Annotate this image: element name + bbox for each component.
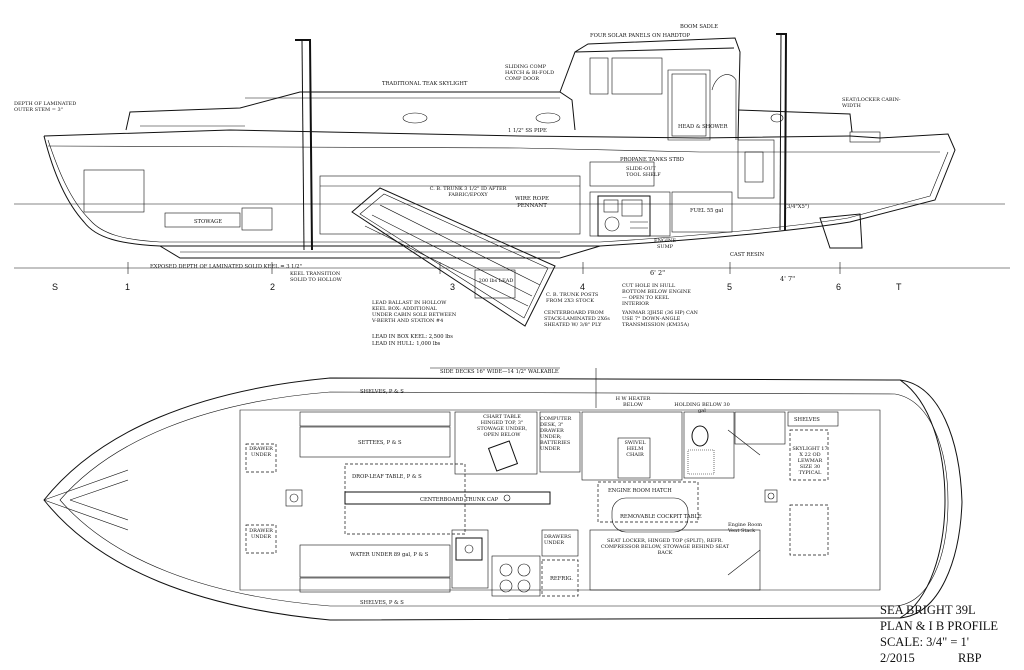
label-shelves-aft: SHELVES xyxy=(794,417,820,423)
label-stowage: STOWAGE xyxy=(194,219,222,225)
navigator-seat xyxy=(487,440,519,472)
label-skylight: SKYLIGHT 17 X 22 OD LEWMAR SIZE 30 TYPIC… xyxy=(792,446,828,476)
label-cut-hole: CUT HOLE IN HULL BOTTOM BELOW ENGINE — O… xyxy=(622,283,691,307)
label-cb-posts: C. B. TRUNK POSTS FROM 2X3 STOCK xyxy=(546,292,599,304)
label-slide-shelf: SLIDE-OUT TOOL SHELF xyxy=(626,166,661,178)
station-2: 2 xyxy=(270,282,275,292)
label-solid-keel: EXPOSED DEPTH OF LAMINATED SOLID KEEL = … xyxy=(150,264,302,270)
title-block: SEA BRIGHT 39L PLAN & I B PROFILE SCALE:… xyxy=(880,603,998,665)
station-s: S xyxy=(52,282,58,292)
title-initials: RBP xyxy=(958,651,982,665)
station-3: 3 xyxy=(450,282,455,292)
station-1: 1 xyxy=(125,282,130,292)
label-depth-stem: DEPTH OF LAMINATED OUTER STEM = 3" xyxy=(14,101,77,113)
label-cockpit-table: REMOVABLE COCKPIT TABLE xyxy=(620,514,702,520)
label-holding: HOLDING BELOW 30 gal xyxy=(674,402,730,414)
label-dim-1: 6' 2" xyxy=(650,269,665,277)
station-5: 5 xyxy=(727,282,732,292)
label-engine-vent: Engine Room Vent Stack xyxy=(728,522,762,534)
label-wire-rope: WIRE ROPE PENNANT xyxy=(514,196,550,209)
label-seat-locker: SEAT/LOCKER CABIN-WIDTH xyxy=(842,97,901,109)
inboard-profile xyxy=(14,33,1010,327)
label-settees: SETTEES, P & S xyxy=(358,440,402,446)
label-keel-transition: KEEL TRANSITION SOLID TO HOLLOW xyxy=(290,271,342,283)
title-date: 2/2015 xyxy=(880,651,915,665)
label-fuel: FUEL 55 gal xyxy=(690,208,724,214)
label-cb-trunk: C. B. TRUNK 3 1/2" ID AFTER FABRIC/EPOXY xyxy=(429,186,507,198)
label-drawers-under: DRAWERS UNDER xyxy=(544,534,572,546)
label-propane: PROPANE TANKS STBD xyxy=(620,157,684,163)
label-cb-cap: CENTERBOARD TRUNK CAP xyxy=(420,497,499,503)
station-4: 4 xyxy=(580,282,585,292)
label-engine-hatch: ENGINE ROOM HATCH xyxy=(608,488,672,494)
label-dim-2: 4' 7" xyxy=(780,275,795,283)
label-chart-table: CHART TABLE HINGED TOP, 3" STOWAGE UNDER… xyxy=(476,414,528,438)
label-shelves-top: SHELVES, P & S xyxy=(360,389,404,395)
plan-labels: SIDE DECKS 16" WIDE—14 1/2" WALKABLE SHE… xyxy=(249,369,828,606)
label-seat-locker-plan: SEAT LOCKER, HINGED TOP (SPLIT), REFR. C… xyxy=(600,538,730,556)
label-lead-hull: LEAD IN HULL: 1,000 lbs xyxy=(372,341,441,347)
label-lead-200: 200 lbs LEAD xyxy=(478,278,514,284)
label-drawer-top: DRAWER UNDER xyxy=(249,446,273,458)
label-solar-panels: FOUR SOLAR PANELS ON HARDTOP xyxy=(590,33,691,39)
label-ss-pipe: 1 1/2" SS PIPE xyxy=(508,128,547,134)
label-lead-ballast: LEAD BALLAST IN HOLLOW KEEL BOX: ADDITIO… xyxy=(372,300,457,324)
label-water: WATER UNDER 89 gal, P & S xyxy=(350,552,429,558)
station-marks: S 1 2 3 4 5 6 T xyxy=(52,262,902,292)
engine-drawing xyxy=(597,195,651,237)
label-sliding-hatch: SLIDING COMP HATCH & BI-FOLD COMP DOOR xyxy=(505,64,555,82)
station-6: 6 xyxy=(836,282,841,292)
label-hw-heater: H W HEATER BELOW xyxy=(615,396,651,408)
label-side-decks: SIDE DECKS 16" WIDE—14 1/2" WALKABLE xyxy=(440,369,559,375)
title-line-1: SEA BRIGHT 39L xyxy=(880,603,976,617)
label-engine-sump: ENGINE SUMP xyxy=(653,238,677,250)
profile-labels: DEPTH OF LAMINATED OUTER STEM = 3" TRADI… xyxy=(14,24,901,347)
label-drop-leaf: DROP-LEAF TABLE, P & S xyxy=(352,474,422,480)
label-teak-skylight: TRADITIONAL TEAK SKYLIGHT xyxy=(382,81,468,87)
centerboard xyxy=(351,187,556,327)
label-cast-resin: CAST RESIN xyxy=(730,252,765,258)
label-drawer-bot: DRAWER UNDER xyxy=(249,528,273,540)
accommodation-plan xyxy=(43,367,963,621)
label-refrig: REFRIG. xyxy=(550,576,573,582)
label-boom-sadle: BOOM SADLE xyxy=(680,24,718,30)
label-shelves-bot: SHELVES, P & S xyxy=(360,600,404,606)
label-head-shower: HEAD & SHOWER xyxy=(678,124,729,130)
label-plank: (3/4"X5") xyxy=(785,203,809,210)
label-lead-box: LEAD IN BOX KEEL: 2,500 lbs xyxy=(372,334,453,340)
title-line-3: SCALE: 3/4" = 1' xyxy=(880,635,969,649)
label-computer-desk: COMPUTER DESK, 3" DRAWER UNDER; BATTERIE… xyxy=(540,416,572,452)
label-centerboard: CENTERBOARD FROM STACK-LAMINATED 2X6s SH… xyxy=(544,310,610,328)
label-swivel: SWIVEL HELM CHAIR xyxy=(624,440,646,458)
title-line-2: PLAN & I B PROFILE xyxy=(880,619,998,633)
station-t: T xyxy=(896,282,902,292)
label-yanmar: YANMAR 3JH5E (36 HP) CAN USE 7° DOWN-ANG… xyxy=(622,310,698,328)
